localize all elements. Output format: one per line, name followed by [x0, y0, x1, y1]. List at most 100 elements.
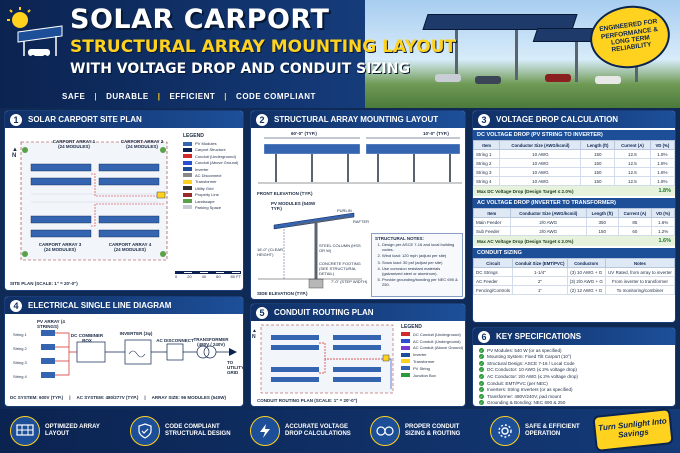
spec-text: Transformer: 480V/240V, pad mount — [487, 393, 561, 399]
grid-label: TO UTILITY GRID — [227, 360, 244, 375]
dc-drop-title: DC VOLTAGE DROP (PV STRING TO INVERTER) — [473, 130, 675, 140]
spec-item: ✓Transformer: 480V/240V, pad mount — [479, 393, 669, 399]
ac-disconnect-label: AC DISCONNECT — [156, 338, 194, 343]
check-icon: ✓ — [479, 347, 484, 353]
inverter-label: INVERTER (3φ) — [119, 331, 153, 336]
footer-item-conduit: PROPER CONDUIT SIZING & ROUTING — [370, 416, 480, 446]
north-arrow-icon: ▲N — [12, 147, 18, 159]
table-cell: UV Rated, from array to inverter — [604, 267, 675, 277]
page-subtitle: STRUCTURAL ARRAY MOUNTING LAYOUT — [70, 37, 457, 57]
page-subtitle-2: WITH VOLTAGE DROP AND CONDUIT SIZING — [70, 61, 410, 77]
legend-item: Parking Space — [183, 205, 241, 210]
table-cell: 1.8% — [649, 176, 675, 186]
lightning-icon — [250, 416, 280, 446]
legend-label: Inverter — [195, 166, 209, 172]
spec-item: ✓Mounting System: Fixed Tilt Carport (10… — [479, 354, 669, 360]
table-header: Circuit — [473, 258, 514, 268]
table-cell: 12.5 — [614, 158, 651, 168]
legend-label: Parking Space — [195, 204, 222, 210]
table-header: Length (ft) — [585, 208, 619, 218]
conduit-icon — [370, 416, 400, 446]
legend-item: Inverter — [401, 352, 465, 357]
footer-item-voltage: ACCURATE VOLTAGE DROP CALCULATIONS — [250, 416, 360, 446]
spec-item: ✓Conduit: EMT/PVC (per NEC) — [479, 380, 669, 386]
table-cell: 85 — [617, 217, 653, 227]
table-header: Conductor Size (AWG/kcmil) — [499, 140, 582, 150]
table-header: VD (%) — [649, 140, 675, 150]
string-4-label: String 4 — [13, 374, 27, 379]
table-cell: DC Strings — [473, 267, 514, 277]
site-plan-drawing — [20, 141, 168, 261]
string-3-label: String 3 — [13, 360, 27, 365]
table-cell: Main Feeder — [473, 217, 511, 227]
table-cell: 350 — [585, 217, 619, 227]
table-cell: (3) 10 AWG + G — [566, 267, 606, 277]
single-line-drawing — [41, 330, 237, 378]
string-2-label: String 2 — [13, 346, 27, 351]
legend-swatch — [183, 186, 192, 191]
legend-item: Transformer — [401, 359, 465, 364]
label-rafter: RAFTER — [353, 219, 369, 224]
table-cell: String 4 — [473, 176, 501, 186]
table-cell: 1-1/4" — [512, 267, 568, 277]
table-cell: 10 AWG — [499, 176, 582, 186]
legend-swatch — [401, 339, 410, 344]
table-cell: 2/0 AWG — [509, 217, 587, 227]
footer-item-operation: SAFE & EFFICIENT OPERATION — [490, 416, 600, 446]
table-cell: 10 AWG — [499, 167, 582, 177]
label-pv-modules: PV MODULES (540W TYP.) — [271, 201, 316, 211]
site-plan-caption: SITE PLAN (SCALE: 1" = 20'-0") — [10, 281, 78, 286]
legend-label: Inverter — [413, 352, 427, 358]
table-cell: Sub Feeder — [473, 226, 511, 236]
table-header: Length (ft) — [580, 140, 616, 150]
spec-item: ✓Grounding & Bonding: NEC 690 & 250 — [479, 400, 669, 406]
structural-note: Use corrosion resistant materials (galva… — [382, 266, 459, 276]
legend-item: AC Conduit (Above Ground) — [401, 345, 465, 350]
legend-swatch — [183, 199, 192, 204]
legend-label: AC Conduit (Underground) — [413, 338, 461, 344]
structural-note: Wind load: 120 mph (adjust per site) — [382, 253, 459, 258]
legend-swatch — [401, 345, 410, 350]
table-cell: 12.5 — [614, 149, 651, 159]
table-cell: 150 — [580, 176, 616, 186]
table-header: Current (A) — [614, 140, 651, 150]
check-icon: ✓ — [479, 393, 484, 399]
table-header: Item — [473, 140, 501, 150]
legend-item: Property Line — [183, 192, 241, 197]
legend-item: Conduit (Above Ground) — [183, 160, 241, 165]
legend-item: Junction Box — [401, 373, 465, 378]
spec-text: Mounting System: Fixed Tilt Carport (10°… — [487, 354, 572, 360]
gear-icon — [490, 416, 520, 446]
legend-label: PV Modules — [195, 141, 217, 146]
label-step-width: 7'-0" (STEP WIDTH) — [331, 279, 368, 284]
check-icon: ✓ — [479, 360, 484, 366]
array-3-label: CARPORT ARRAY 3(24 MODULES) — [38, 242, 82, 252]
spec-item: ✓DC Conductor: 10 AWG (≤ 2% voltage drop… — [479, 367, 669, 373]
legend-label: Junction Box — [413, 372, 436, 378]
table-header: Conduit Size (EMT/PVC) — [512, 258, 568, 268]
dc-max-value: 1.8% — [658, 188, 671, 194]
routing-caption: CONDUIT ROUTING PLAN (SCALE: 1" = 20'-0"… — [257, 398, 358, 403]
table-cell: 60 — [617, 226, 653, 236]
legend-item: DC Conduit (Underground) — [401, 332, 465, 337]
legend-item: Utility Grid — [183, 186, 241, 191]
spec-text: AC Conductor: 2/0 AWG (≤ 2% voltage drop… — [487, 373, 578, 379]
combiner-label: DC COMBINER BOX — [70, 333, 104, 343]
legend-item: AC Conduit (Underground) — [401, 339, 465, 344]
legend-swatch — [183, 154, 192, 159]
ac-drop-title: AC VOLTAGE DROP (INVERTER TO TRANSFORMER… — [473, 198, 675, 208]
table-cell: From inverter to transformer — [604, 276, 675, 286]
legend-item: Conduit (Underground) — [183, 154, 241, 159]
legend-label: Conduit (Above Ground) — [195, 160, 239, 166]
